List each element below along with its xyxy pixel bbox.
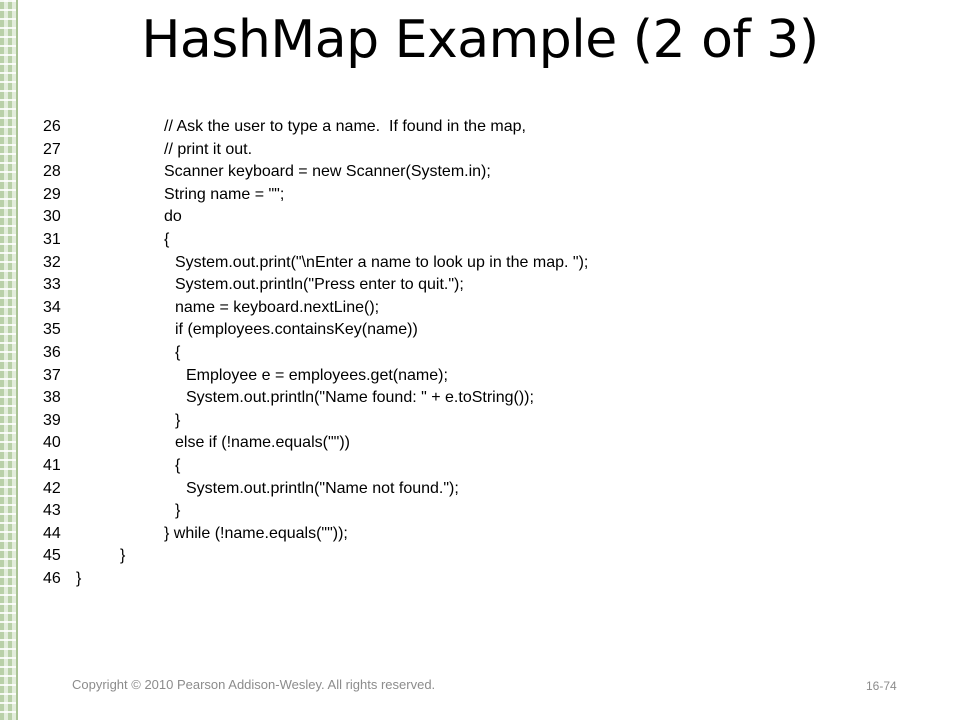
code-text: Scanner keyboard = new Scanner(System.in… <box>164 163 491 181</box>
code-text: if (employees.containsKey(name)) <box>175 321 418 339</box>
code-text: System.out.println("Name found: " + e.to… <box>186 389 534 407</box>
line-number: 30 <box>43 208 61 226</box>
code-text: { <box>164 230 170 248</box>
line-number: 26 <box>43 118 61 135</box>
decorative-strip-edge <box>16 0 18 720</box>
line-number: 36 <box>43 343 61 361</box>
code-text: } <box>175 411 181 429</box>
code-text: } <box>120 547 126 565</box>
line-number: 33 <box>43 276 61 294</box>
line-number: 41 <box>43 456 61 474</box>
code-text: { <box>175 456 181 474</box>
line-number: 31 <box>43 230 61 248</box>
code-text: Employee e = employees.get(name); <box>186 366 448 384</box>
line-number: 37 <box>43 366 61 384</box>
line-number: 40 <box>43 434 61 452</box>
line-number: 42 <box>43 479 61 497</box>
line-number: 43 <box>43 502 61 520</box>
code-text: else if (!name.equals("")) <box>175 434 350 452</box>
line-number: 29 <box>43 185 61 203</box>
line-number: 44 <box>43 524 61 542</box>
code-text: name = keyboard.nextLine(); <box>175 298 380 316</box>
line-number: 46 <box>43 569 61 587</box>
code-text: // Ask the user to type a name. If found… <box>164 118 526 135</box>
line-number: 28 <box>43 163 61 181</box>
footer-copyright: Copyright © 2010 Pearson Addison-Wesley.… <box>72 677 436 692</box>
code-text: String name = ""; <box>164 185 285 203</box>
code-text: } while (!name.equals("")); <box>164 524 348 542</box>
code-text: // print it out. <box>164 140 253 158</box>
line-number: 34 <box>43 298 61 316</box>
code-text: { <box>175 343 181 361</box>
code-text: System.out.println("Name not found."); <box>186 479 459 497</box>
line-number: 39 <box>43 411 61 429</box>
code-text: } <box>76 569 82 587</box>
code-text: System.out.println("Press enter to quit.… <box>175 276 464 294</box>
decorative-left-strip <box>0 0 16 720</box>
code-text: } <box>175 502 181 520</box>
footer-slide-number: 16-74 <box>866 679 897 693</box>
slide-title: HashMap Example (2 of 3) <box>141 10 819 70</box>
line-number: 45 <box>43 547 61 565</box>
line-number: 32 <box>43 253 61 271</box>
code-text: do <box>164 208 182 226</box>
line-number: 27 <box>43 140 61 158</box>
line-number: 38 <box>43 389 61 407</box>
line-number: 35 <box>43 321 61 339</box>
code-text: System.out.print("\nEnter a name to look… <box>175 253 589 271</box>
